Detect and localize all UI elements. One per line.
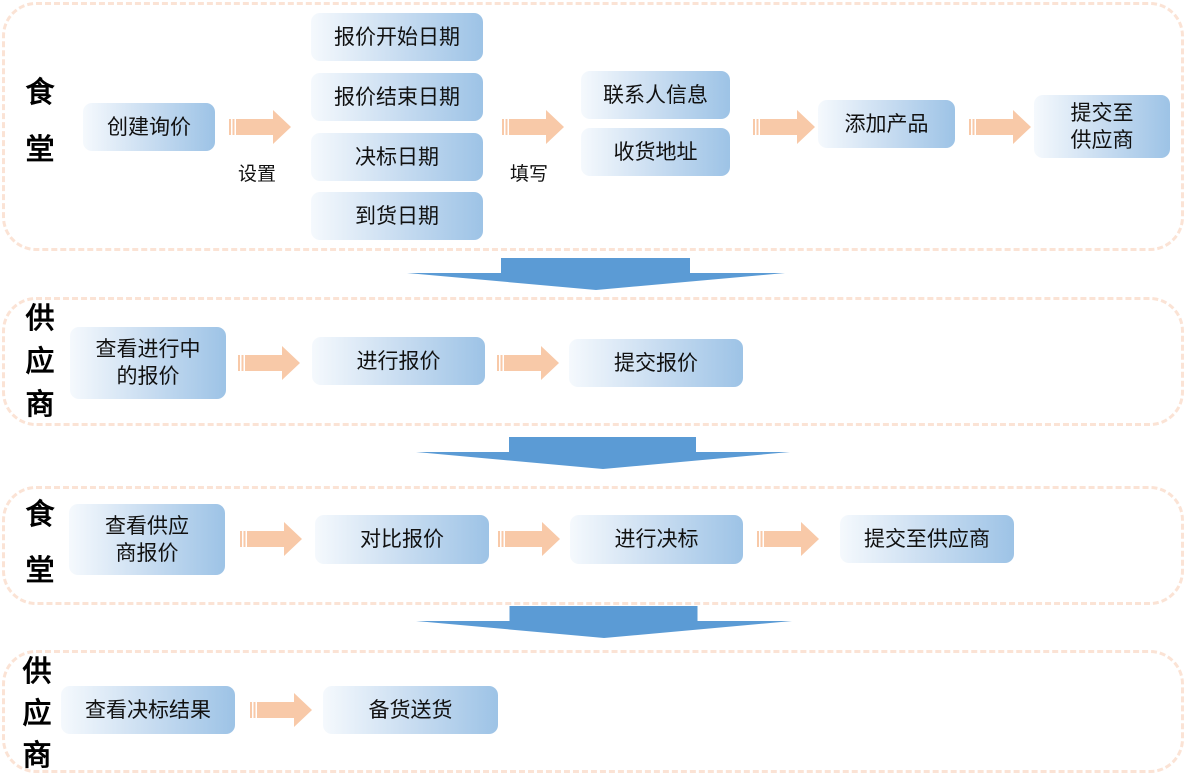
actor-char: 应: [22, 696, 52, 730]
step-label: 进行报价: [356, 348, 441, 373]
step-submit-to-supplier-final[interactable]: 提交至供应商: [840, 515, 1014, 563]
flow-arrow-icon: [240, 522, 302, 556]
down-arrow-icon: [416, 437, 790, 469]
lane-canteen-award: [2, 486, 1184, 605]
actor-char: 商: [22, 738, 52, 772]
step-label: 报价开始日期: [334, 24, 460, 49]
step-make-award[interactable]: 进行决标: [570, 515, 743, 564]
step-label-line: 查看进行中: [95, 337, 201, 361]
step-view-supplier-quotes[interactable]: 查看供应 商报价: [69, 504, 225, 575]
step-label-line: 的报价: [116, 364, 180, 388]
step-label: 决标日期: [355, 144, 439, 169]
actor-label-canteen: 食 堂: [23, 78, 57, 164]
step-label: 报价结束日期: [334, 84, 460, 109]
lane-supplier-quote: [2, 297, 1184, 426]
step-add-product[interactable]: 添加产品: [818, 100, 955, 148]
lane-canteen-create: [2, 2, 1184, 251]
step-label-line: 提交至: [1070, 100, 1134, 125]
step-label: 提交至供应商: [864, 526, 990, 551]
step-label: 收货地址: [613, 139, 698, 164]
step-compare-quotes[interactable]: 对比报价: [315, 515, 489, 564]
step-label: 创建询价: [107, 114, 191, 139]
arrow-label-set: 设置: [238, 163, 277, 185]
flow-arrow-icon: [502, 110, 564, 144]
flow-arrow-icon: [753, 110, 815, 144]
actor-char: 食: [25, 75, 55, 109]
actor-char: 供: [25, 301, 55, 335]
actor-label-supplier: 供 应 商: [20, 657, 54, 770]
step-quote-end-date[interactable]: 报价结束日期: [311, 73, 483, 121]
step-label-line: 供应商: [1070, 127, 1134, 152]
flow-arrow-icon: [238, 346, 300, 380]
step-label: 备货送货: [368, 697, 453, 722]
step-submit-quote[interactable]: 提交报价: [569, 339, 743, 387]
step-award-date[interactable]: 决标日期: [311, 133, 483, 181]
step-make-quote[interactable]: 进行报价: [312, 337, 485, 385]
step-prepare-and-ship[interactable]: 备货送货: [323, 686, 498, 734]
step-label: 对比报价: [360, 527, 444, 551]
step-view-ongoing-quotes[interactable]: 查看进行中 的报价: [70, 327, 226, 399]
actor-char: 堂: [25, 132, 55, 166]
step-label: 添加产品: [844, 111, 929, 136]
flow-arrow-icon: [969, 110, 1031, 144]
step-create-inquiry[interactable]: 创建询价: [83, 103, 215, 151]
flow-arrow-icon: [497, 346, 559, 380]
lane-supplier-delivery: [2, 650, 1184, 773]
actor-char: 食: [25, 497, 55, 531]
actor-label-supplier: 供 应 商: [23, 304, 57, 419]
actor-char: 商: [25, 387, 55, 421]
actor-char: 应: [25, 344, 55, 378]
down-arrow-icon: [407, 258, 785, 290]
flow-arrow-icon: [250, 693, 312, 727]
step-label: 查看决标结果: [85, 697, 211, 722]
flow-arrow-icon: [498, 522, 560, 556]
actor-char: 供: [22, 654, 52, 688]
actor-label-canteen: 食 堂: [23, 500, 57, 585]
step-label-line: 商报价: [115, 540, 179, 565]
flow-arrow-icon: [229, 110, 291, 144]
arrow-label-fill: 填写: [510, 163, 549, 185]
down-arrow-icon: [416, 606, 792, 638]
step-label: 联系人信息: [603, 82, 708, 107]
step-view-award-result[interactable]: 查看决标结果: [61, 686, 235, 734]
step-label-line: 查看供应: [105, 513, 189, 538]
step-submit-to-supplier[interactable]: 提交至 供应商: [1034, 95, 1170, 158]
step-quote-start-date[interactable]: 报价开始日期: [311, 13, 483, 61]
actor-char: 堂: [25, 553, 55, 587]
flow-arrow-icon: [757, 522, 819, 556]
step-contact-info[interactable]: 联系人信息: [581, 71, 730, 119]
step-delivery-date[interactable]: 到货日期: [311, 192, 483, 240]
step-label: 到货日期: [355, 203, 439, 228]
step-label: 提交报价: [614, 350, 698, 375]
step-label: 进行决标: [614, 527, 699, 551]
step-shipping-address[interactable]: 收货地址: [581, 128, 730, 176]
